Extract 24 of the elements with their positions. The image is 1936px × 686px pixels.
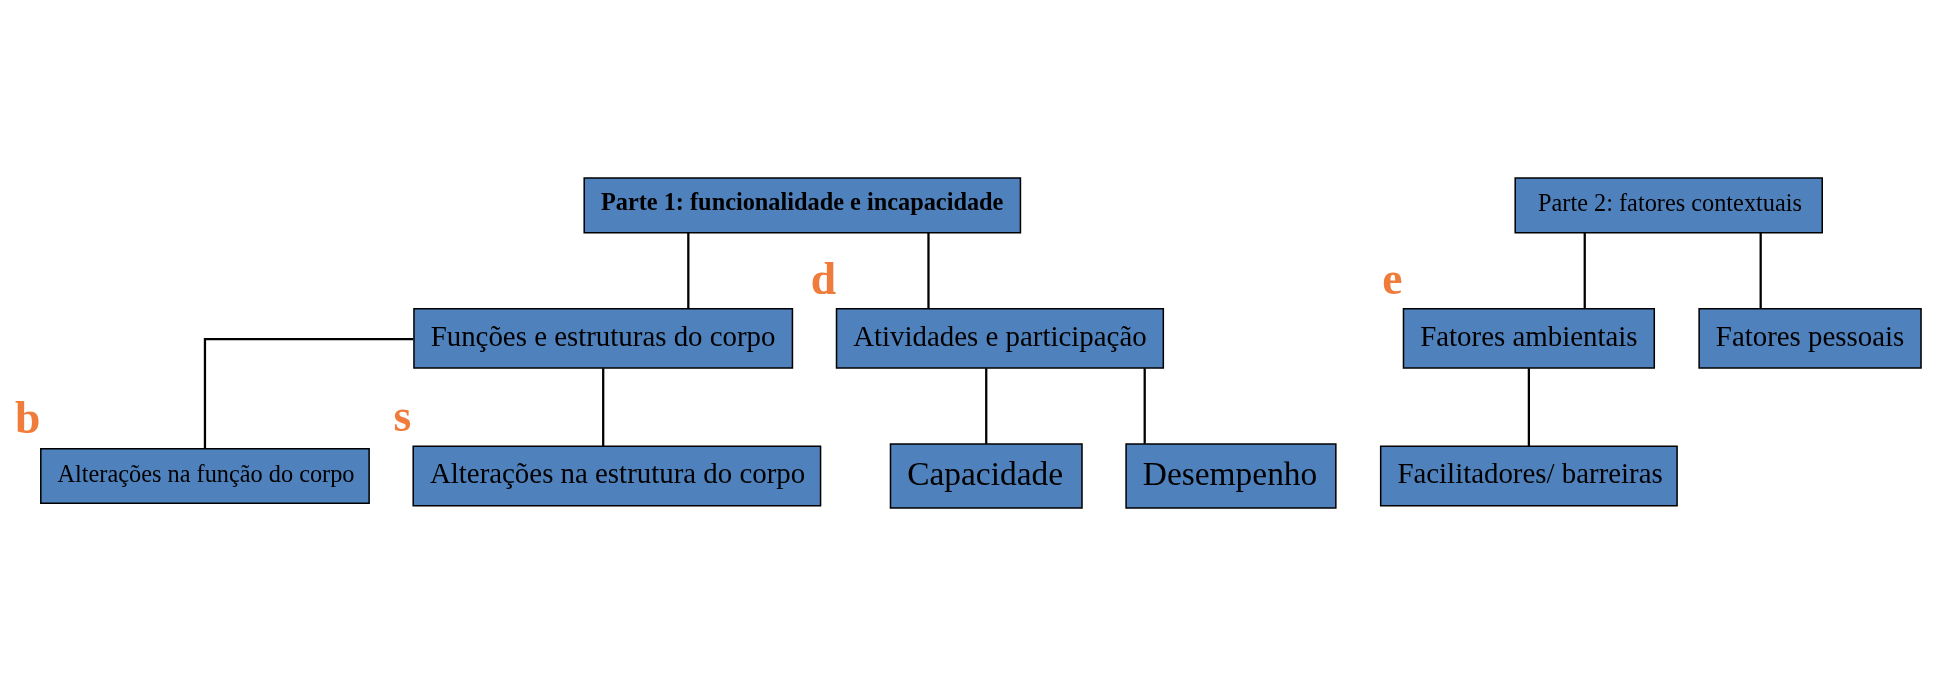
connector xyxy=(927,233,930,309)
node-box: Capacidade xyxy=(889,443,1083,509)
node-box: Facilitadores/ barreiras xyxy=(1379,445,1678,507)
connector xyxy=(203,338,414,449)
connector xyxy=(602,368,605,447)
connector xyxy=(1143,368,1146,444)
node-box: Parte 1: funcionalidade e incapacidade xyxy=(583,177,1022,234)
node-box: Alterações na estrutura do corpo xyxy=(412,445,822,507)
node-box: Funções e estruturas do corpo xyxy=(413,308,794,369)
connector xyxy=(1583,233,1586,309)
connector xyxy=(1759,233,1762,309)
node-box: Fatores ambientais xyxy=(1402,308,1656,369)
connector xyxy=(687,233,690,309)
node-box: Desempenho xyxy=(1125,443,1337,509)
connector xyxy=(985,368,988,444)
node-label: d xyxy=(810,252,837,304)
node-box: Parte 2: fatores contextuais xyxy=(1514,177,1823,234)
node-box: Alterações na função do corpo xyxy=(40,447,370,505)
node-label: e xyxy=(1382,252,1403,304)
node-label: b xyxy=(14,392,41,444)
node-box: Fatores pessoais xyxy=(1698,308,1922,369)
node-box: Atividades e participação xyxy=(835,308,1165,369)
connector xyxy=(1527,368,1531,447)
node-label: s xyxy=(393,390,412,442)
